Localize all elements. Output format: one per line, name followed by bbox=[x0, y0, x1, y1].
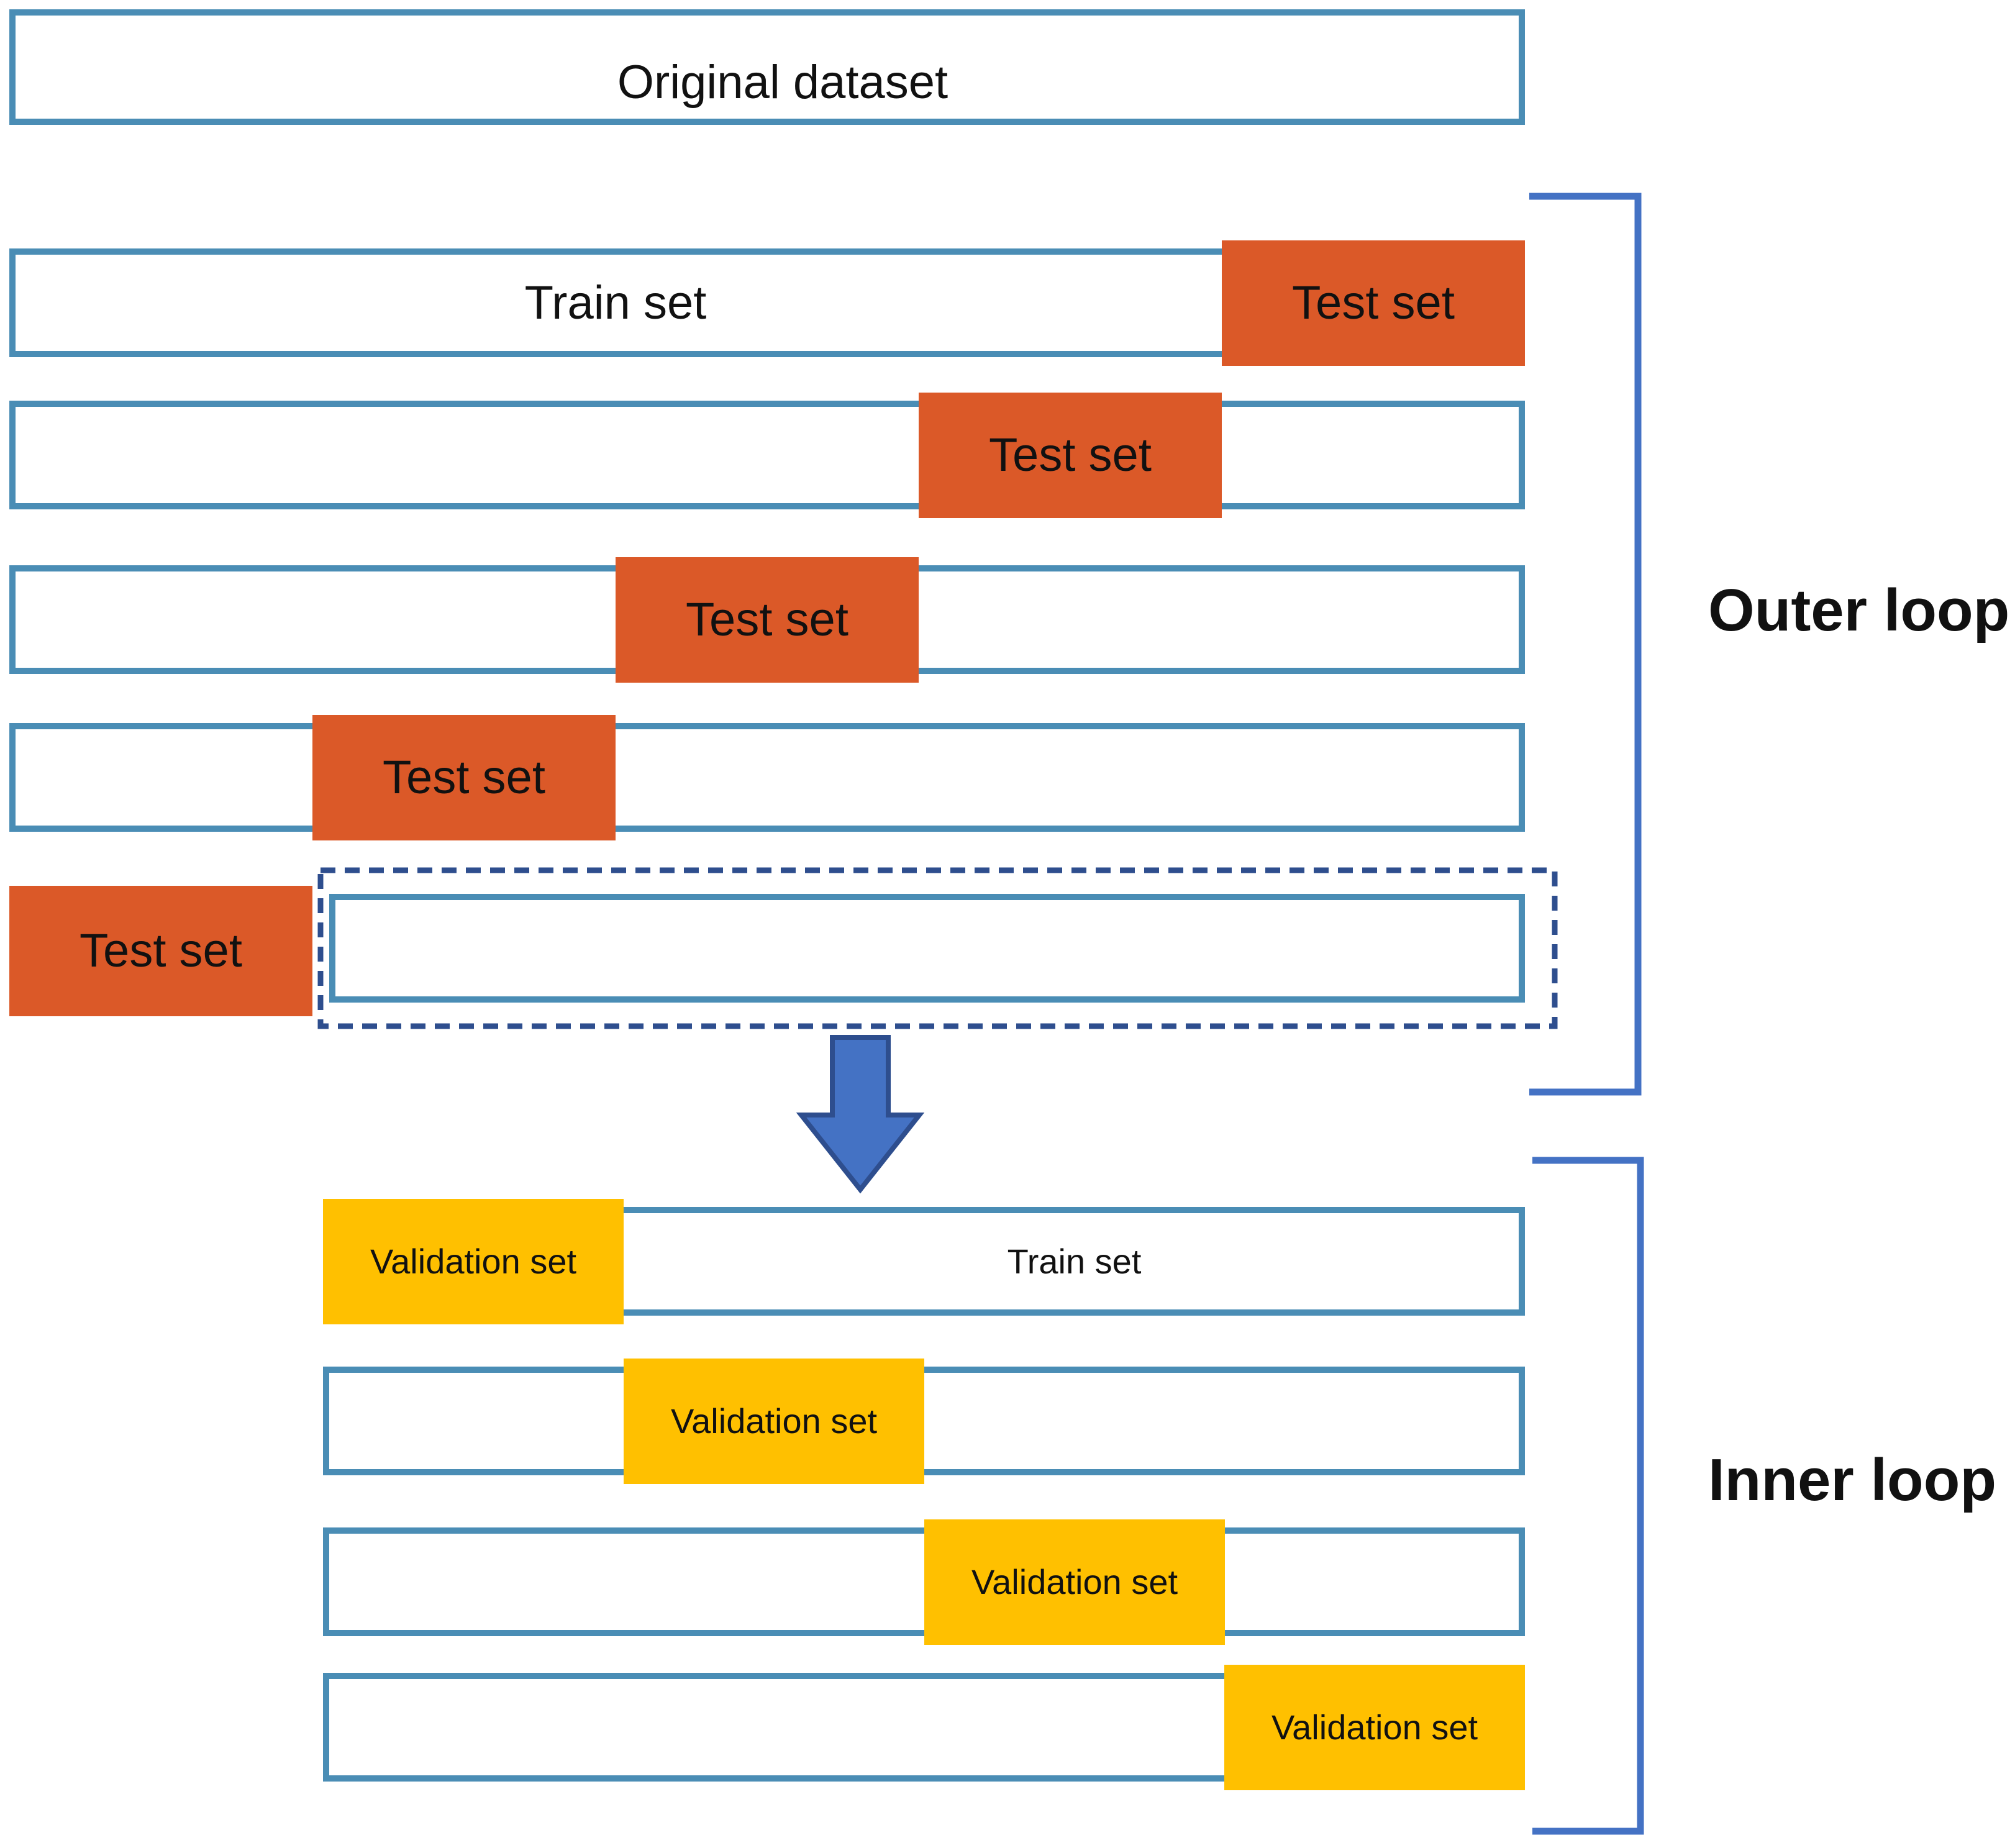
outer-fold-row-4 bbox=[9, 723, 1525, 832]
test-set-label: Test set bbox=[989, 429, 1152, 481]
test-set-label: Test set bbox=[686, 593, 848, 646]
validation-set-block: Validation set bbox=[1224, 1665, 1525, 1790]
test-set-block: Test set bbox=[9, 886, 312, 1016]
validation-set-block: Validation set bbox=[323, 1199, 624, 1324]
test-set-label: Test set bbox=[1292, 276, 1455, 329]
outer-loop-label: Outer loop bbox=[1708, 577, 2010, 644]
validation-set-block: Validation set bbox=[924, 1519, 1225, 1645]
outer-train-set-label: Train set bbox=[524, 276, 707, 329]
test-set-block: Test set bbox=[616, 557, 919, 683]
outer-fold-row-5 bbox=[329, 894, 1525, 1003]
test-set-block: Test set bbox=[919, 393, 1222, 518]
original-dataset-box: Original dataset bbox=[9, 9, 1525, 125]
original-dataset-label: Original dataset bbox=[617, 56, 948, 109]
outer-loop-bracket bbox=[1529, 193, 1642, 1096]
validation-set-label: Validation set bbox=[971, 1562, 1178, 1601]
test-set-block: Test set bbox=[312, 715, 616, 840]
inner-train-set-label: Train set bbox=[1007, 1241, 1142, 1281]
validation-set-label: Validation set bbox=[370, 1242, 577, 1281]
outer-fold-row-2 bbox=[9, 401, 1525, 509]
inner-loop-label: Inner loop bbox=[1708, 1447, 1996, 1513]
inner-fold-row-3 bbox=[323, 1527, 1525, 1636]
inner-loop-bracket bbox=[1532, 1157, 1644, 1835]
test-set-block: Test set bbox=[1222, 240, 1525, 366]
test-set-label: Test set bbox=[383, 751, 545, 804]
validation-set-block: Validation set bbox=[624, 1359, 924, 1484]
dashed-selection-outline bbox=[317, 867, 1558, 1029]
validation-set-label: Validation set bbox=[670, 1401, 878, 1441]
down-arrow-icon bbox=[796, 1035, 925, 1194]
test-set-label: Test set bbox=[80, 924, 242, 977]
validation-set-label: Validation set bbox=[1271, 1708, 1478, 1747]
